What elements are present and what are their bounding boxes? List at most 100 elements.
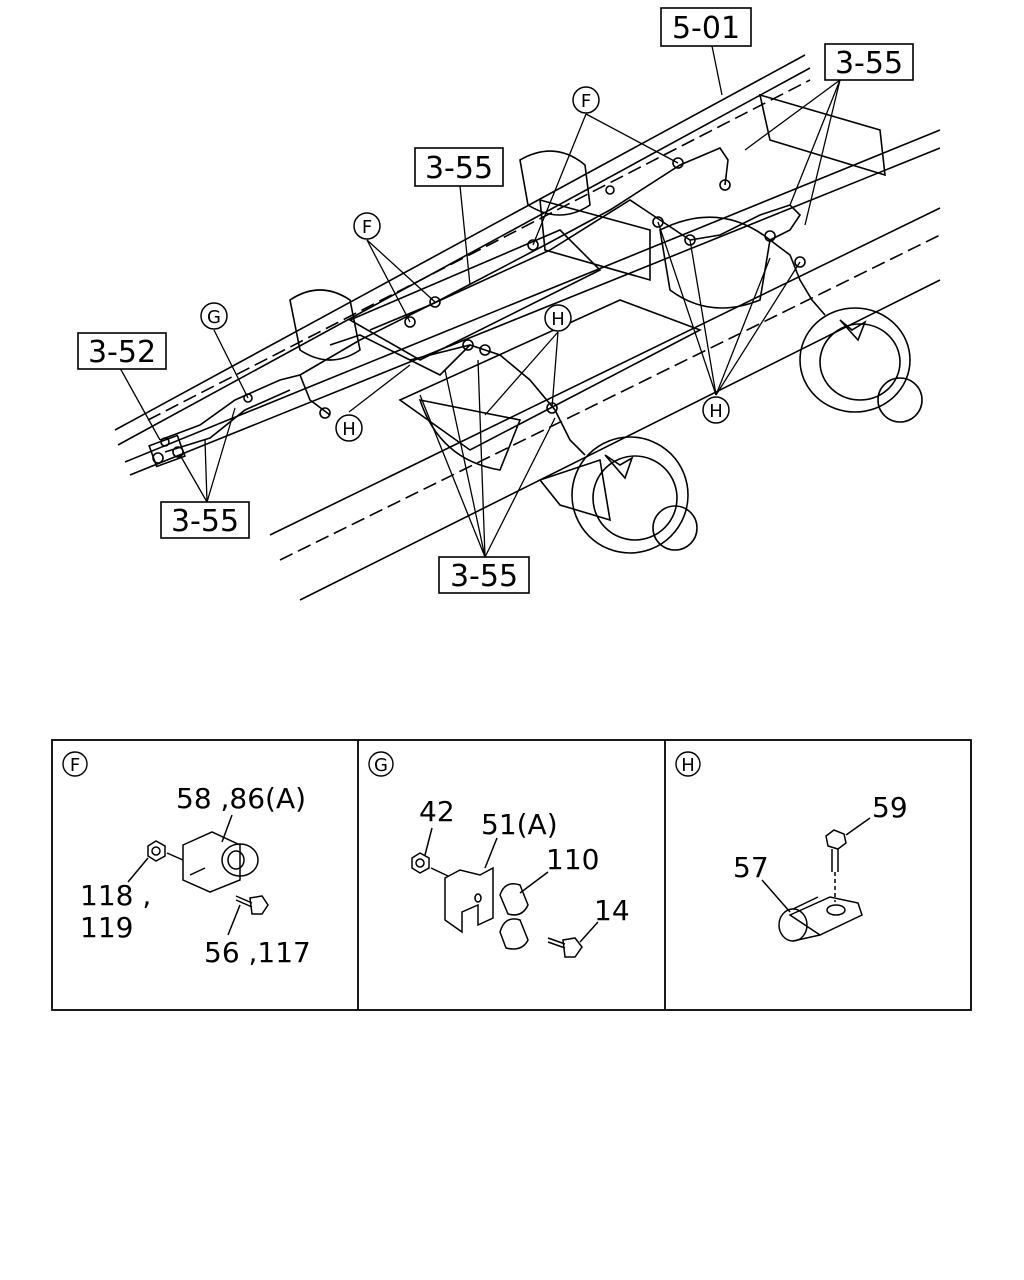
hub-rear-right (877, 377, 923, 423)
f-bolt-head (249, 895, 269, 915)
fitting-f-top-1 (527, 239, 539, 251)
g-nut-hole (415, 858, 425, 868)
fitting-f-mid-1 (404, 316, 416, 328)
ref-3-55-mid-box (414, 147, 504, 187)
callout-g-circle (200, 302, 228, 330)
frame-rail-top-1 (114, 54, 806, 431)
leader-f-mid-1 (366, 239, 411, 323)
detail-h-badge (675, 751, 701, 777)
detail-g-nut-label: 42 (419, 795, 455, 828)
spring-seat (538, 458, 612, 522)
brake-pipe-branch (409, 344, 471, 376)
front-axle-end (289, 289, 361, 361)
f-nut-line (166, 852, 184, 861)
ref-3-55-middle[interactable]: 3-55 (414, 147, 504, 187)
callout-h-left[interactable]: H (335, 414, 363, 442)
ref-3-55-top-right[interactable]: 3-55 (824, 43, 914, 81)
detail-table (51, 739, 972, 1011)
frame-rail-mid-1 (124, 129, 941, 463)
detail-g-bolt-label: 14 (594, 894, 630, 927)
detail-g-badge-text: G (374, 755, 388, 776)
leader-h-left (348, 364, 411, 413)
ref-3-55-bottom-left[interactable]: 3-55 (160, 501, 250, 539)
fitting-h-right-3 (764, 230, 776, 242)
valve-fitting-2 (172, 446, 184, 458)
g-nut-line (430, 867, 449, 877)
leader-3-55-mid (459, 185, 471, 286)
detail-h-bolt-label: 59 (872, 791, 908, 824)
brake-pipe-rear-left (329, 334, 586, 456)
leader-g (213, 329, 249, 399)
g-bolt-head (562, 937, 583, 958)
brake-pipe-rear-right (769, 239, 826, 316)
callout-h-left-circle (335, 414, 363, 442)
clip-g-pos (243, 393, 253, 403)
ref-3-55-mid-text: 3-55 (425, 151, 493, 186)
f-leader-clip (221, 814, 233, 843)
h-leader-clip (761, 879, 791, 913)
fitting-top-mid (605, 185, 615, 195)
ref-5-01-text: 5-01 (672, 11, 740, 46)
frame-rail-top-2 (117, 67, 811, 446)
callout-f-mid-text: F (362, 217, 372, 238)
brake-drum-rear-left (571, 436, 689, 554)
h-clip-tab (788, 896, 863, 936)
g-bolt-shank (547, 937, 566, 949)
leader-3-55-bl-1 (179, 454, 208, 503)
leader-f-top-2 (585, 113, 679, 164)
callout-h-left-text: H (342, 419, 356, 440)
ref-5-01[interactable]: 5-01 (660, 7, 752, 47)
brake-drum-rear-right (799, 307, 911, 413)
callout-h-right[interactable]: H (702, 396, 730, 424)
callout-f-mid[interactable]: F (353, 212, 381, 240)
brake-pipe-b (164, 389, 291, 453)
fitting-h-right-4 (794, 256, 806, 268)
detail-g-clip-label: 110 (546, 843, 599, 876)
fitting-h-center-2 (479, 344, 491, 356)
leader-3-55-bc-3 (477, 359, 486, 558)
leader-5-01 (711, 45, 723, 96)
front-axle-housing (348, 229, 602, 361)
h-clip-loop-edge (792, 896, 821, 942)
ref-3-55-bottom-center[interactable]: 3-55 (438, 556, 530, 594)
leader-h-right-3 (715, 257, 771, 396)
chamber-rear-left (604, 454, 634, 480)
f-clip-bracket (182, 831, 241, 893)
rear-axle-housing (398, 299, 702, 451)
callout-g-text: G (207, 307, 221, 328)
detail-h-drawing (761, 817, 871, 942)
ref-5-01-box (660, 7, 752, 47)
leader-3-55-tr-2 (789, 79, 841, 206)
hub-rear-left (652, 505, 698, 551)
valve-fitting-3 (160, 437, 170, 447)
leader-3-55-bl-2 (204, 439, 208, 503)
f-leader-nut (127, 857, 149, 883)
leader-h-right-4 (715, 261, 801, 396)
f-nut (147, 840, 166, 862)
g-leader-bracket (484, 837, 498, 869)
detail-f-bolt-label: 56 ,117 (204, 936, 311, 969)
h-clip-hole (826, 904, 846, 916)
detail-table-frame (51, 739, 972, 1011)
g-leader-nut (424, 827, 433, 856)
cross-member-mid (539, 198, 651, 282)
callout-f-mid-circle (353, 212, 381, 240)
detail-panel-f: F 58 ,86(A) 118 , 119 56 ,117 (62, 751, 311, 969)
ref-3-55-tr-box (824, 43, 914, 81)
callout-f-top[interactable]: F (572, 86, 600, 114)
callout-h-center-circle (544, 304, 572, 332)
detail-f-nut-label-2: 119 (80, 911, 133, 944)
callout-g[interactable]: G (200, 302, 228, 330)
detail-panel-g: G 42 51(A) 110 14 (368, 751, 630, 958)
ref-3-52[interactable]: 3-52 (77, 332, 167, 370)
leader-3-55-bc-2 (444, 369, 486, 558)
g-nut (411, 852, 430, 874)
detail-f-nut-label-1: 118 , (80, 879, 151, 912)
detail-h-badge-text: H (681, 755, 695, 776)
callout-h-center[interactable]: H (544, 304, 572, 332)
callout-f-top-circle (572, 86, 600, 114)
frame-rail-mid-2 (129, 147, 941, 476)
f-clip-hole (227, 850, 245, 870)
leader-f-mid-2 (366, 239, 436, 303)
